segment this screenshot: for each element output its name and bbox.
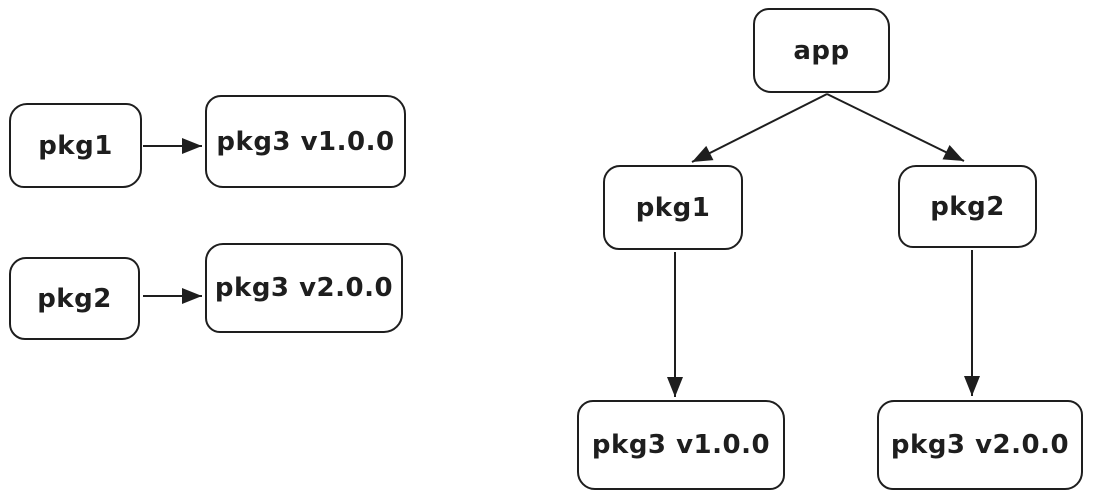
node-tree-pkg2-label: pkg2 (930, 191, 1005, 222)
node-tree-app: app (753, 8, 890, 93)
node-left-pkg3-v1: pkg3 v1.0.0 (205, 95, 406, 188)
node-tree-app-label: app (793, 35, 850, 66)
node-tree-pkg3-v1-label: pkg3 v1.0.0 (591, 430, 771, 460)
edge-tree-app-to-pkg2 (826, 93, 965, 162)
node-left-pkg1-label: pkg1 (38, 130, 113, 161)
node-left-pkg2-label: pkg2 (37, 283, 112, 314)
node-tree-pkg3-v2-label: pkg3 v2.0.0 (890, 430, 1070, 460)
node-tree-pkg3-v2: pkg3 v2.0.0 (877, 400, 1083, 490)
node-left-pkg3-v1-label: pkg3 v1.0.0 (216, 126, 395, 157)
edge-tree-app-to-pkg1 (691, 93, 828, 163)
node-tree-pkg1: pkg1 (603, 165, 743, 250)
node-tree-pkg2: pkg2 (898, 165, 1037, 248)
node-left-pkg2: pkg2 (9, 257, 140, 340)
node-left-pkg1: pkg1 (9, 103, 142, 188)
node-left-pkg3-v2-label: pkg3 v2.0.0 (214, 273, 394, 303)
node-tree-pkg3-v1: pkg3 v1.0.0 (577, 400, 785, 490)
node-tree-pkg1-label: pkg1 (635, 192, 711, 223)
node-left-pkg3-v2: pkg3 v2.0.0 (205, 243, 403, 333)
